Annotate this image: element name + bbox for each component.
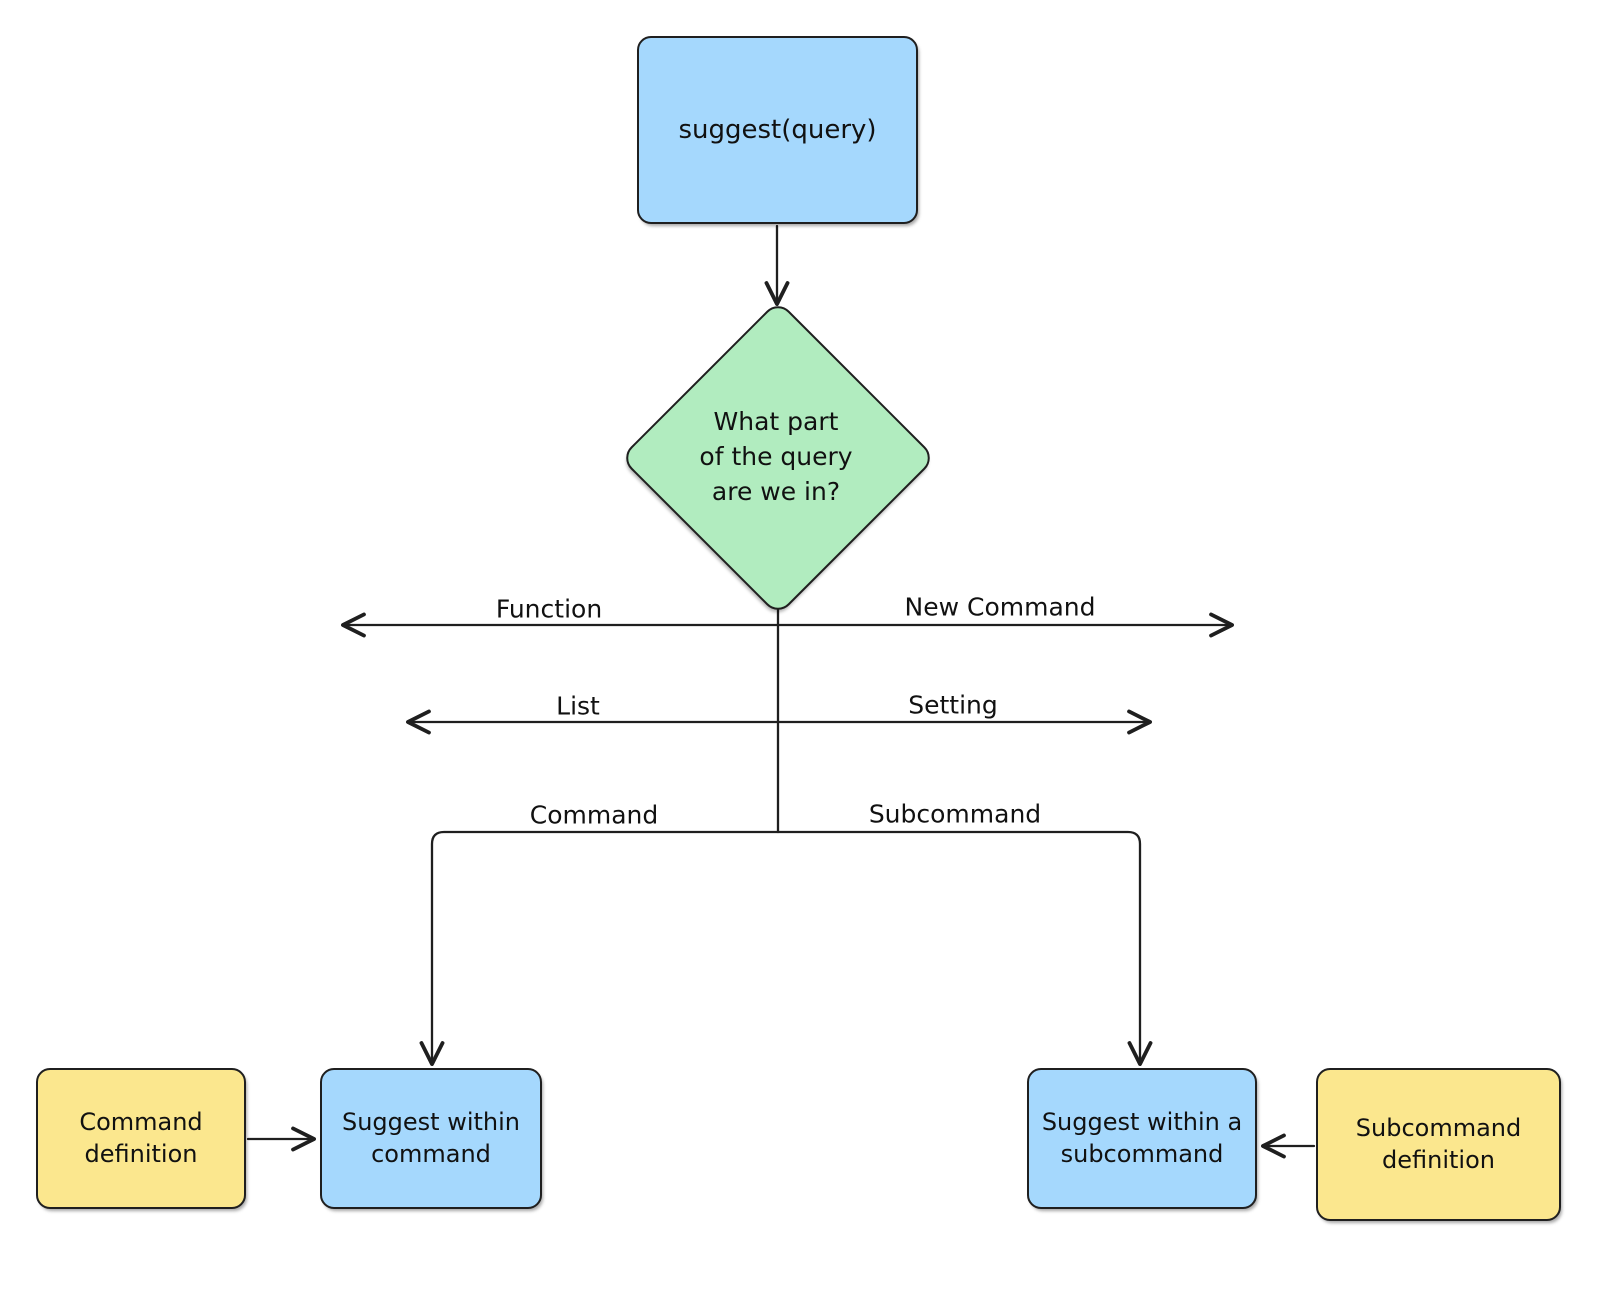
edge-subcommand-branch	[776, 830, 1153, 1067]
edge-command-branch	[419, 830, 780, 1067]
node-subcommand-definition-label: Subcommand definition	[1355, 1113, 1522, 1174]
node-suggest-within-command-label: Suggest within command	[341, 1107, 521, 1168]
node-decision-label: What part of the query are we in?	[699, 406, 853, 506]
edge-label-command: Command	[523, 800, 665, 830]
node-command-definition[interactable]: Command definition	[36, 1068, 246, 1209]
node-suggest-query-label: suggest(query)	[678, 114, 877, 145]
edge-label-new-command: New Command	[898, 592, 1102, 622]
node-suggest-query[interactable]: suggest(query)	[637, 36, 918, 224]
node-suggest-within-subcommand[interactable]: Suggest within a subcommand	[1027, 1068, 1257, 1209]
edge-label-function: Function	[489, 594, 609, 624]
edge-label-list: List	[550, 691, 606, 721]
node-command-definition-label: Command definition	[79, 1107, 203, 1168]
node-suggest-within-subcommand-label: Suggest within a subcommand	[1041, 1107, 1243, 1168]
edge-label-subcommand: Subcommand	[862, 799, 1048, 829]
edge-label-setting: Setting	[902, 690, 1004, 720]
node-subcommand-definition[interactable]: Subcommand definition	[1316, 1068, 1561, 1221]
node-decision[interactable]: What part of the query are we in?	[619, 299, 937, 617]
node-suggest-within-command[interactable]: Suggest within command	[320, 1068, 542, 1209]
